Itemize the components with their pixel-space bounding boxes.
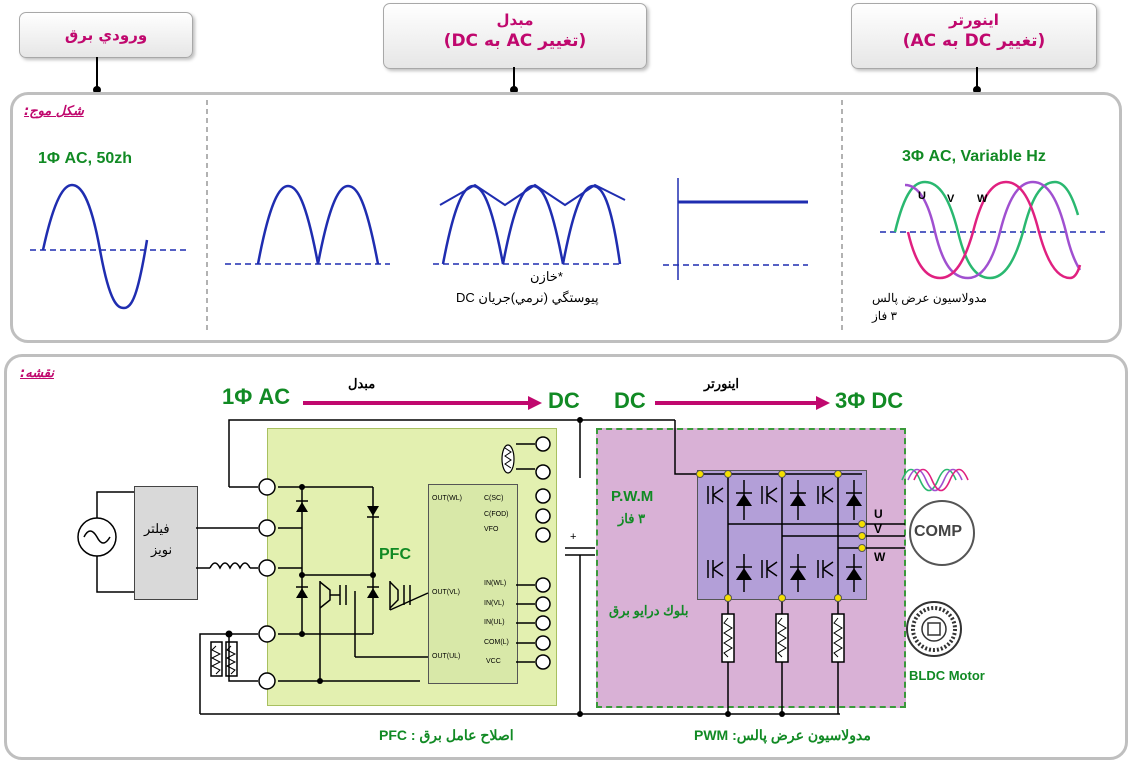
waveform-drawings [30,100,1105,330]
waveform-panel-label: شكل موج: [24,104,84,119]
inverter-subtitle: (تغيير DC به AC) [902,31,1046,51]
comp-label: COMP [914,523,962,540]
smoothed-ripple-line [439,183,626,207]
output-w-label: W [874,550,886,564]
input-wave-label: 1Φ AC, 50zh [38,150,133,167]
capacitor-note: *خازن [530,269,563,284]
ic-pin-in-ul: IN(UL) [484,619,505,626]
dc-in-label: DC [614,388,646,413]
phase-u-label: U [918,190,926,202]
inverter-header: اينورتر (تغيير DC به AC) [851,3,1097,69]
dc-out-label: 3Φ DC [835,388,904,413]
dc-mid-label: DC [548,388,580,413]
ic-pin-c-fod: C(FOD) [484,511,509,518]
ic-pin-in-wl: IN(WL) [484,580,507,587]
ic-pin-vcc: VCC [486,658,501,665]
inverter-title: اينورتر [949,11,999,29]
header-connectors [93,57,981,94]
ic-pin-in-vl: IN(VL) [484,600,505,607]
dc-smoothing-note: پيوستگي (نرمي)جريان DC [456,290,599,305]
converter-arrow-label: مبدل [348,376,376,391]
input-power-label: ورودي برق [64,26,148,44]
pwm-caption: مدولاسيون عرض پالس: PWM [694,727,871,743]
converter-header: مبدل (تغيير AC به DC) [383,3,647,69]
noise-filter-line2: نويز [151,542,173,557]
phase-w-label: W [977,193,988,205]
phase-w-wave [906,180,1082,280]
ic-pin-c-sc: C(SC) [484,495,504,502]
svg-text:+: + [570,531,576,543]
waveform-panel [10,92,1122,343]
converter-title: مبدل [496,11,534,29]
output-u-label: U [874,507,883,521]
pfc-caption: اصلاح عامل برق : PFC [379,727,514,743]
phase-u-wave [893,180,1080,280]
input-sine-wave [41,183,149,310]
bldc-motor-label: BLDC Motor [909,668,985,683]
ic-pin-out-wl: OUT(WL) [432,495,462,502]
inverter-arrow-label: اينورتر [704,376,739,391]
pwm-note-line1: مدولاسيون عرض پالس [872,291,987,305]
ic-pin-vfo: VFO [484,526,499,533]
compressor-symbol [909,500,975,566]
ac-in-label: 1Φ AC [222,384,291,409]
ic-pin-com-l: COM(L) [484,639,509,646]
drive-block-label: بلوك درايو برق [609,603,689,618]
pfc-label: PFC [379,546,411,563]
noise-filter-line1: فيلتر [144,521,170,536]
ic-pin-out-ul: OUT(UL) [432,653,461,660]
phase-v-wave-curve [904,180,1082,280]
input-power-header: ورودي برق [19,12,193,58]
driver-ic-box [428,484,518,684]
output-v-label: V [874,522,883,536]
rectified-wave [256,184,380,265]
pwm-phase-label: ٣ فاز [618,511,646,526]
noise-filter-box [134,486,198,600]
converter-subtitle: (تغيير AC به DC) [443,31,587,51]
pwm-block-label: P.W.M [611,488,654,505]
phase-v-label: V [947,193,955,205]
pwm-note-line2: ٣ فاز [872,309,897,323]
ic-pin-out-vl: OUT(VL) [432,589,460,596]
schematic-panel-label: نقشه: [20,366,54,381]
output-wave-label: 3Φ AC, Variable Hz [902,148,1046,165]
